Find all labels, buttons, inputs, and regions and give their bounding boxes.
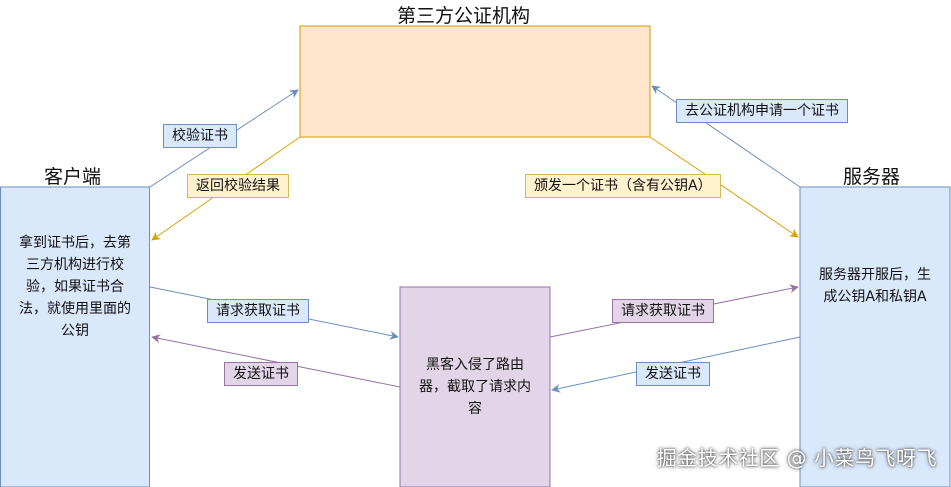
hacker-line-1: 黑客入侵了路由 <box>426 357 524 373</box>
edge-issue-cert <box>649 136 799 238</box>
hacker-description: 黑客入侵了路由 <box>400 354 550 376</box>
client-line-1: 拿到证书后，去第 <box>19 235 131 251</box>
hacker-description-2: 器，截取了请求内 <box>400 376 550 398</box>
client-line-2: 三方机构进行校 <box>26 257 124 273</box>
client-description-5: 公钥 <box>1 320 149 342</box>
label-verify-cert: 校验证书 <box>163 124 237 148</box>
client-title: 客户端 <box>44 166 102 188</box>
label-issue-cert: 颁发一个证书（含有公钥A） <box>525 174 721 198</box>
hacker-line-3: 容 <box>468 401 482 417</box>
label-send-cert-right: 发送证书 <box>636 362 710 386</box>
watermark: 掘金技术社区 @ 小菜鸟飞呀飞 <box>656 446 937 470</box>
server-title: 服务器 <box>843 166 901 188</box>
client-line-4: 法，就使用里面的 <box>19 301 131 317</box>
hacker-line-2: 器，截取了请求内 <box>419 379 531 395</box>
client-description: 拿到证书后，去第 <box>1 232 149 254</box>
server-description: 服务器开服后，生 <box>800 264 950 286</box>
client-description-3: 验，如果证书合 <box>1 276 149 298</box>
label-request-cert-right: 请求获取证书 <box>612 299 714 323</box>
client-description-4: 法，就使用里面的 <box>1 298 149 320</box>
hacker-box <box>399 286 551 487</box>
ca-box <box>299 25 651 138</box>
ca-title: 第三方公证机构 <box>397 5 531 27</box>
client-line-3: 验，如果证书合 <box>26 279 124 295</box>
server-box <box>799 186 951 487</box>
server-description-2: 成公钥A和私钥A <box>800 286 950 308</box>
server-line-1: 服务器开服后，生 <box>819 267 931 283</box>
server-line-2: 成公钥A和私钥A <box>823 289 927 305</box>
client-box <box>0 186 150 487</box>
label-request-cert-left: 请求获取证书 <box>207 299 309 323</box>
client-description-2: 三方机构进行校 <box>1 254 149 276</box>
label-send-cert-left: 发送证书 <box>224 362 298 386</box>
label-return-result: 返回校验结果 <box>187 174 289 198</box>
client-line-5: 公钥 <box>61 323 89 339</box>
label-apply-cert: 去公证机构申请一个证书 <box>676 99 848 123</box>
hacker-description-3: 容 <box>400 398 550 420</box>
